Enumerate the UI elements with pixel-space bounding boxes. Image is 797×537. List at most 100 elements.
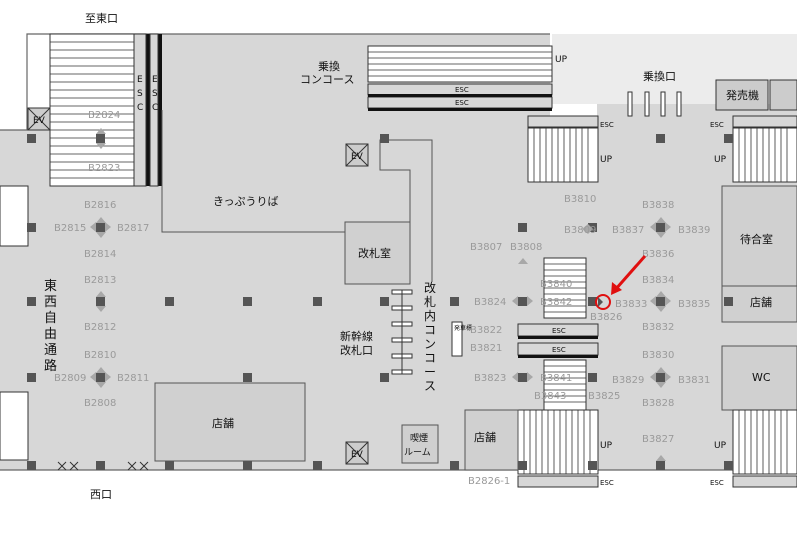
shop-lower [464, 409, 519, 471]
svg-text:ー: ー [424, 365, 436, 379]
esc-vertical-label-6: C [152, 103, 158, 113]
svg-text:通: 通 [44, 343, 57, 358]
svg-text:ス: ス [424, 379, 436, 393]
gate-room-label: 改札室 [358, 246, 391, 260]
esc-label-upper-right: ESC [600, 121, 614, 129]
svg-text:札: 札 [424, 295, 436, 309]
ev-label-3: EV [351, 450, 364, 460]
left-lower-box [0, 391, 29, 461]
current-location-marker[interactable] [595, 255, 647, 310]
svg-text:改: 改 [424, 281, 436, 295]
up-label-lower-right: UP [714, 441, 727, 451]
svg-text:B3827: B3827 [642, 434, 674, 445]
svg-text:B3833: B3833 [615, 299, 647, 310]
ticket-office-label: きっぷうりば [213, 195, 279, 208]
shop-right-label: 店舗 [750, 295, 772, 309]
smoking-room-label-1: 喫煙 [410, 432, 428, 444]
esc-label-top-1: ESC [455, 86, 469, 94]
up-label-lower-center: UP [600, 441, 613, 451]
wc [721, 345, 797, 411]
svg-text:コ: コ [424, 351, 436, 365]
esc-label-lower-right: ESC [710, 479, 724, 487]
svg-text:B3807: B3807 [470, 242, 502, 253]
esc-vertical-label-1: E [137, 75, 143, 85]
esc-vertical-label-4: E [152, 75, 158, 85]
svg-text:B3821: B3821 [470, 343, 502, 354]
smoking-room-label-2: ルーム [404, 447, 431, 458]
esc-vertical-label-5: S [152, 89, 158, 99]
shinkansen-gate-label-2: 改札口 [340, 343, 373, 357]
svg-text:B3837: B3837 [612, 225, 644, 236]
svg-text:ン: ン [424, 337, 436, 351]
west-exit-doors [57, 461, 149, 471]
pillars [27, 134, 733, 470]
svg-text:B3843: B3843 [534, 391, 566, 402]
ticket-machine-box [715, 79, 769, 111]
up-label-top: UP [555, 55, 568, 65]
svg-text:コ: コ [424, 323, 436, 337]
esc-label-lower-center: ESC [600, 479, 614, 487]
svg-text:B3832: B3832 [642, 322, 674, 333]
svg-text:B2811: B2811 [117, 373, 149, 384]
svg-text:B3842: B3842 [540, 297, 572, 308]
transfer-gates [627, 91, 682, 117]
outer-wall [0, 33, 550, 131]
svg-text:B3824: B3824 [474, 297, 506, 308]
esc-label-top-2: ESC [455, 99, 469, 107]
up-label-upper-right: UP [600, 155, 613, 165]
svg-text:B3830: B3830 [642, 350, 674, 361]
inner-concourse-label: 改札内 コンコ ース [424, 281, 436, 393]
svg-text:B2824: B2824 [88, 110, 120, 121]
svg-text:B3823: B3823 [474, 373, 506, 384]
gate-room [344, 221, 411, 285]
shop-center-label: 店舗 [212, 416, 234, 430]
shop-center [154, 382, 306, 462]
svg-text:路: 路 [44, 358, 57, 374]
svg-text:B2823: B2823 [88, 163, 120, 174]
shinkansen-gate-label-1: 新幹線 [340, 329, 373, 343]
svg-text:B2814: B2814 [84, 249, 116, 260]
svg-text:B2808: B2808 [84, 398, 116, 409]
svg-text:B2826-1: B2826-1 [468, 476, 510, 487]
direction-markers [90, 128, 671, 461]
svg-text:B2809: B2809 [54, 373, 86, 384]
svg-text:B3838: B3838 [642, 200, 674, 211]
shop-lower-label: 店舗 [474, 430, 496, 444]
svg-text:自: 自 [44, 311, 57, 326]
ev-label-1: EV [33, 116, 46, 126]
esc-vertical-label-2: S [137, 89, 143, 99]
svg-text:内: 内 [424, 309, 436, 323]
stairs-lower-right [732, 409, 797, 488]
wc-label: WC [752, 371, 771, 384]
ticket-machine-label: 発売機 [726, 88, 759, 102]
stairs-far-right-upper [732, 115, 797, 183]
svg-text:B3810: B3810 [564, 194, 596, 205]
svg-text:B2812: B2812 [84, 322, 116, 333]
svg-text:西: 西 [44, 295, 57, 310]
svg-text:B3822: B3822 [470, 325, 502, 336]
svg-text:B3829: B3829 [612, 375, 644, 386]
esc-label-far-right-upper: ESC [710, 121, 724, 129]
elevator-left-top[interactable] [27, 107, 51, 131]
svg-text:B3835: B3835 [678, 299, 710, 310]
svg-text:B2813: B2813 [84, 275, 116, 286]
transfer-concourse-label-1: 乗換 [318, 60, 340, 73]
svg-text:B3809: B3809 [564, 225, 596, 236]
svg-text:B3826: B3826 [590, 312, 622, 323]
svg-text:B3831: B3831 [678, 375, 710, 386]
elevator-center-bottom[interactable] [345, 441, 369, 465]
esc-label-center-2: ESC [552, 346, 566, 354]
elevator-center-top[interactable] [345, 143, 369, 167]
waiting-room-label: 待合室 [740, 232, 773, 246]
transfer-stairs [367, 45, 553, 111]
waiting-room [721, 185, 797, 287]
shop-right [721, 285, 797, 323]
left-wall-box [0, 185, 29, 247]
transfer-gate-label: 乗換口 [643, 70, 676, 83]
esc-vertical-label-3: C [137, 103, 143, 113]
stairs-lower-center [517, 409, 599, 488]
smoking-room [401, 424, 439, 464]
east-west-passage-label: 東西自 由通路 [44, 278, 57, 374]
